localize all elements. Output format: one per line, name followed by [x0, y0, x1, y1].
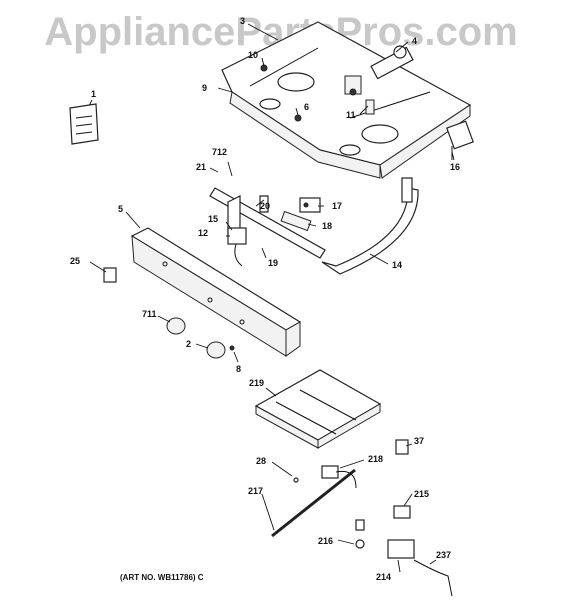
callout-712: 712 — [212, 147, 227, 157]
callout-5: 5 — [118, 204, 123, 214]
bracket-215 — [393, 505, 411, 519]
callout-12: 12 — [198, 228, 208, 238]
knob-711 — [166, 317, 186, 335]
callout-37: 37 — [414, 436, 424, 446]
screw-8 — [229, 345, 235, 351]
igniter-switch — [227, 227, 247, 267]
callout-214: 214 — [376, 572, 391, 582]
screw-6 — [294, 114, 302, 122]
callout-215: 215 — [414, 489, 429, 499]
control-panel — [130, 227, 302, 357]
callout-237: 237 — [436, 550, 451, 560]
callout-216: 216 — [318, 536, 333, 546]
callout-1: 1 — [91, 89, 96, 99]
callout-4: 4 — [412, 36, 417, 46]
callout-6: 6 — [304, 102, 309, 112]
callout-18: 18 — [322, 221, 332, 231]
spark-module — [446, 120, 474, 160]
callout-218: 218 — [368, 454, 383, 464]
callout-16: 16 — [450, 162, 460, 172]
art-number: (ART NO. WB11786) C — [120, 573, 204, 582]
valve-assembly — [260, 45, 414, 115]
callout-labels: 1 3 4 9 10 6 11 16 712 21 20 17 18 15 12… — [70, 16, 460, 582]
leader-lines — [87, 23, 455, 573]
valve-214 — [387, 539, 453, 597]
callout-17: 17 — [332, 201, 342, 211]
callout-3: 3 — [240, 16, 245, 26]
manual-booklet — [69, 103, 99, 145]
manifold — [209, 177, 419, 275]
heat-shield — [254, 369, 382, 449]
callout-217: 217 — [248, 486, 263, 496]
callout-9: 9 — [202, 83, 207, 93]
callout-15: 15 — [208, 214, 218, 224]
callout-25: 25 — [70, 256, 80, 266]
knob-2 — [206, 341, 226, 359]
callout-8: 8 — [236, 364, 241, 374]
bracket-17 — [299, 197, 321, 213]
burner-tube — [271, 465, 357, 538]
callout-10: 10 — [248, 50, 258, 60]
callout-14: 14 — [392, 260, 402, 270]
callout-19: 19 — [268, 258, 278, 268]
callout-20: 20 — [260, 201, 270, 211]
callout-2: 2 — [186, 339, 191, 349]
orifice-216 — [355, 519, 365, 549]
callout-219: 219 — [249, 378, 264, 388]
callout-21: 21 — [196, 162, 206, 172]
burner-box — [221, 21, 472, 179]
callout-711: 711 — [142, 309, 157, 319]
bracket-37 — [395, 439, 409, 455]
clip-25 — [103, 267, 117, 283]
callout-28: 28 — [256, 456, 266, 466]
callout-11: 11 — [346, 110, 356, 120]
